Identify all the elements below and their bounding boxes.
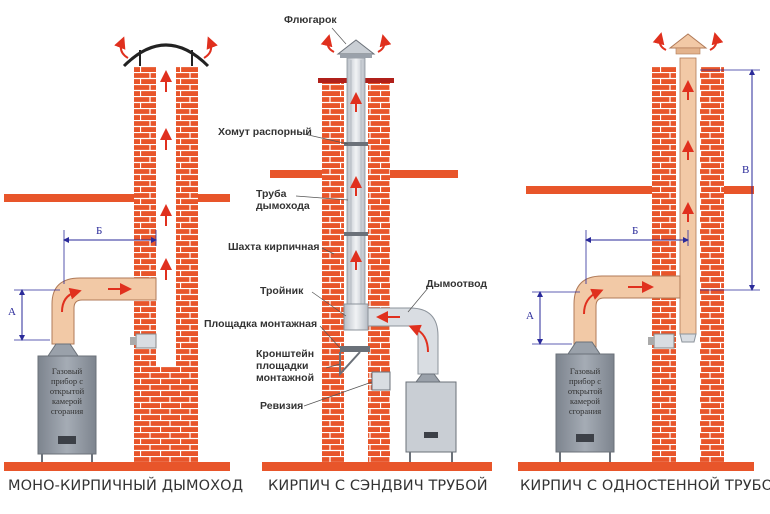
tee — [343, 303, 369, 331]
middle-brick-shaft-left — [322, 83, 344, 462]
boiler-text-line: открытой — [567, 386, 603, 396]
label-kronshtein-line3: монтажной — [256, 372, 315, 384]
dim-b-left: Б — [96, 225, 103, 237]
label-ploshchadka: Площадка монтажная — [204, 318, 318, 330]
flow-arrow — [408, 324, 429, 353]
dim-b-right: Б — [632, 225, 639, 237]
label-kronshtein-line2: площадки — [256, 360, 309, 372]
left-chimney-cap — [122, 43, 210, 68]
left-floor-slab — [4, 194, 230, 202]
boiler-text-line: сгорания — [568, 406, 602, 416]
boiler-text-line: прибор с — [568, 376, 602, 386]
caption-middle: КИРПИЧ С СЭНДВИЧ ТРУБОЙ — [268, 478, 488, 494]
flow-arrow — [583, 288, 604, 315]
label-truba: Труба дымохода — [256, 188, 310, 212]
left-chimney-wall-left — [134, 66, 156, 462]
flow-arrow — [61, 287, 82, 313]
middle-brick-shaft-right — [368, 83, 390, 373]
revision-door — [371, 371, 391, 391]
spacer-clamp — [344, 232, 368, 236]
boiler-text-line: камерой — [570, 396, 600, 406]
boiler-text-line: открытой — [49, 386, 85, 396]
label-khomut: Хомут распорный — [218, 126, 312, 138]
boiler-text-line: камерой — [52, 396, 82, 406]
right-chimney-wall-right — [700, 66, 724, 462]
boiler-text-line: сгорания — [50, 406, 84, 416]
boiler-text-line: Газовый — [569, 366, 601, 376]
right-floor-slab — [526, 186, 754, 194]
middle-boiler-hood — [415, 373, 441, 383]
middle-boiler — [405, 381, 457, 453]
label-troinik: Тройник — [260, 285, 304, 297]
label-kronshtein-line1: Кронштейн — [256, 348, 315, 360]
right-diagram — [526, 32, 760, 462]
right-chimney-wall-left — [652, 66, 676, 462]
label-flugarok: Флюгарок — [284, 14, 337, 26]
caption-left: МОНО-КИРПИЧНЫЙ ДЫМОХОД — [8, 478, 244, 494]
mounting-platform — [340, 346, 370, 352]
left-chimney-wall-right — [176, 66, 198, 462]
right-cleanout-door — [653, 333, 675, 349]
label-reviziya: Ревизия — [260, 400, 304, 412]
ground-left — [4, 462, 230, 471]
right-boiler-label: Газовый прибор с открытой камерой сгоран… — [558, 366, 612, 416]
ground-right — [518, 462, 754, 471]
platform-bracket — [339, 351, 361, 377]
label-kronshtein: Кронштейн площадки монтажной — [256, 348, 314, 384]
left-exhaust-arrow-left — [114, 36, 129, 59]
left-cleanout-door — [135, 333, 157, 349]
label-truba-line1: Труба — [256, 188, 287, 200]
dim-a-right: А — [526, 310, 534, 322]
weather-vane — [336, 39, 376, 55]
dim-a-left: А — [8, 306, 16, 318]
left-exhaust-arrow-right — [203, 36, 218, 59]
label-truba-line2: дымохода — [256, 200, 310, 212]
left-boiler-hood — [47, 343, 79, 357]
middle-diagram — [270, 27, 458, 462]
left-chimney-base — [156, 366, 176, 462]
dim-v: В — [742, 164, 750, 176]
boiler-text-line: Газовый — [51, 366, 83, 376]
left-diagram — [4, 36, 230, 462]
left-boiler-label: Газовый прибор с открытой камерой сгоран… — [40, 366, 94, 416]
caption-right: КИРПИЧ С ОДНОСТЕННОЙ ТРУБОЙ — [520, 478, 770, 494]
ground-middle — [262, 462, 492, 471]
boiler-text-line: прибор с — [50, 376, 84, 386]
spacer-clamp — [344, 142, 368, 146]
label-dymootvod: Дымоотвод — [426, 278, 488, 290]
right-chimney-cap — [668, 33, 708, 49]
label-shakhta: Шахта кирпичная — [228, 241, 320, 253]
